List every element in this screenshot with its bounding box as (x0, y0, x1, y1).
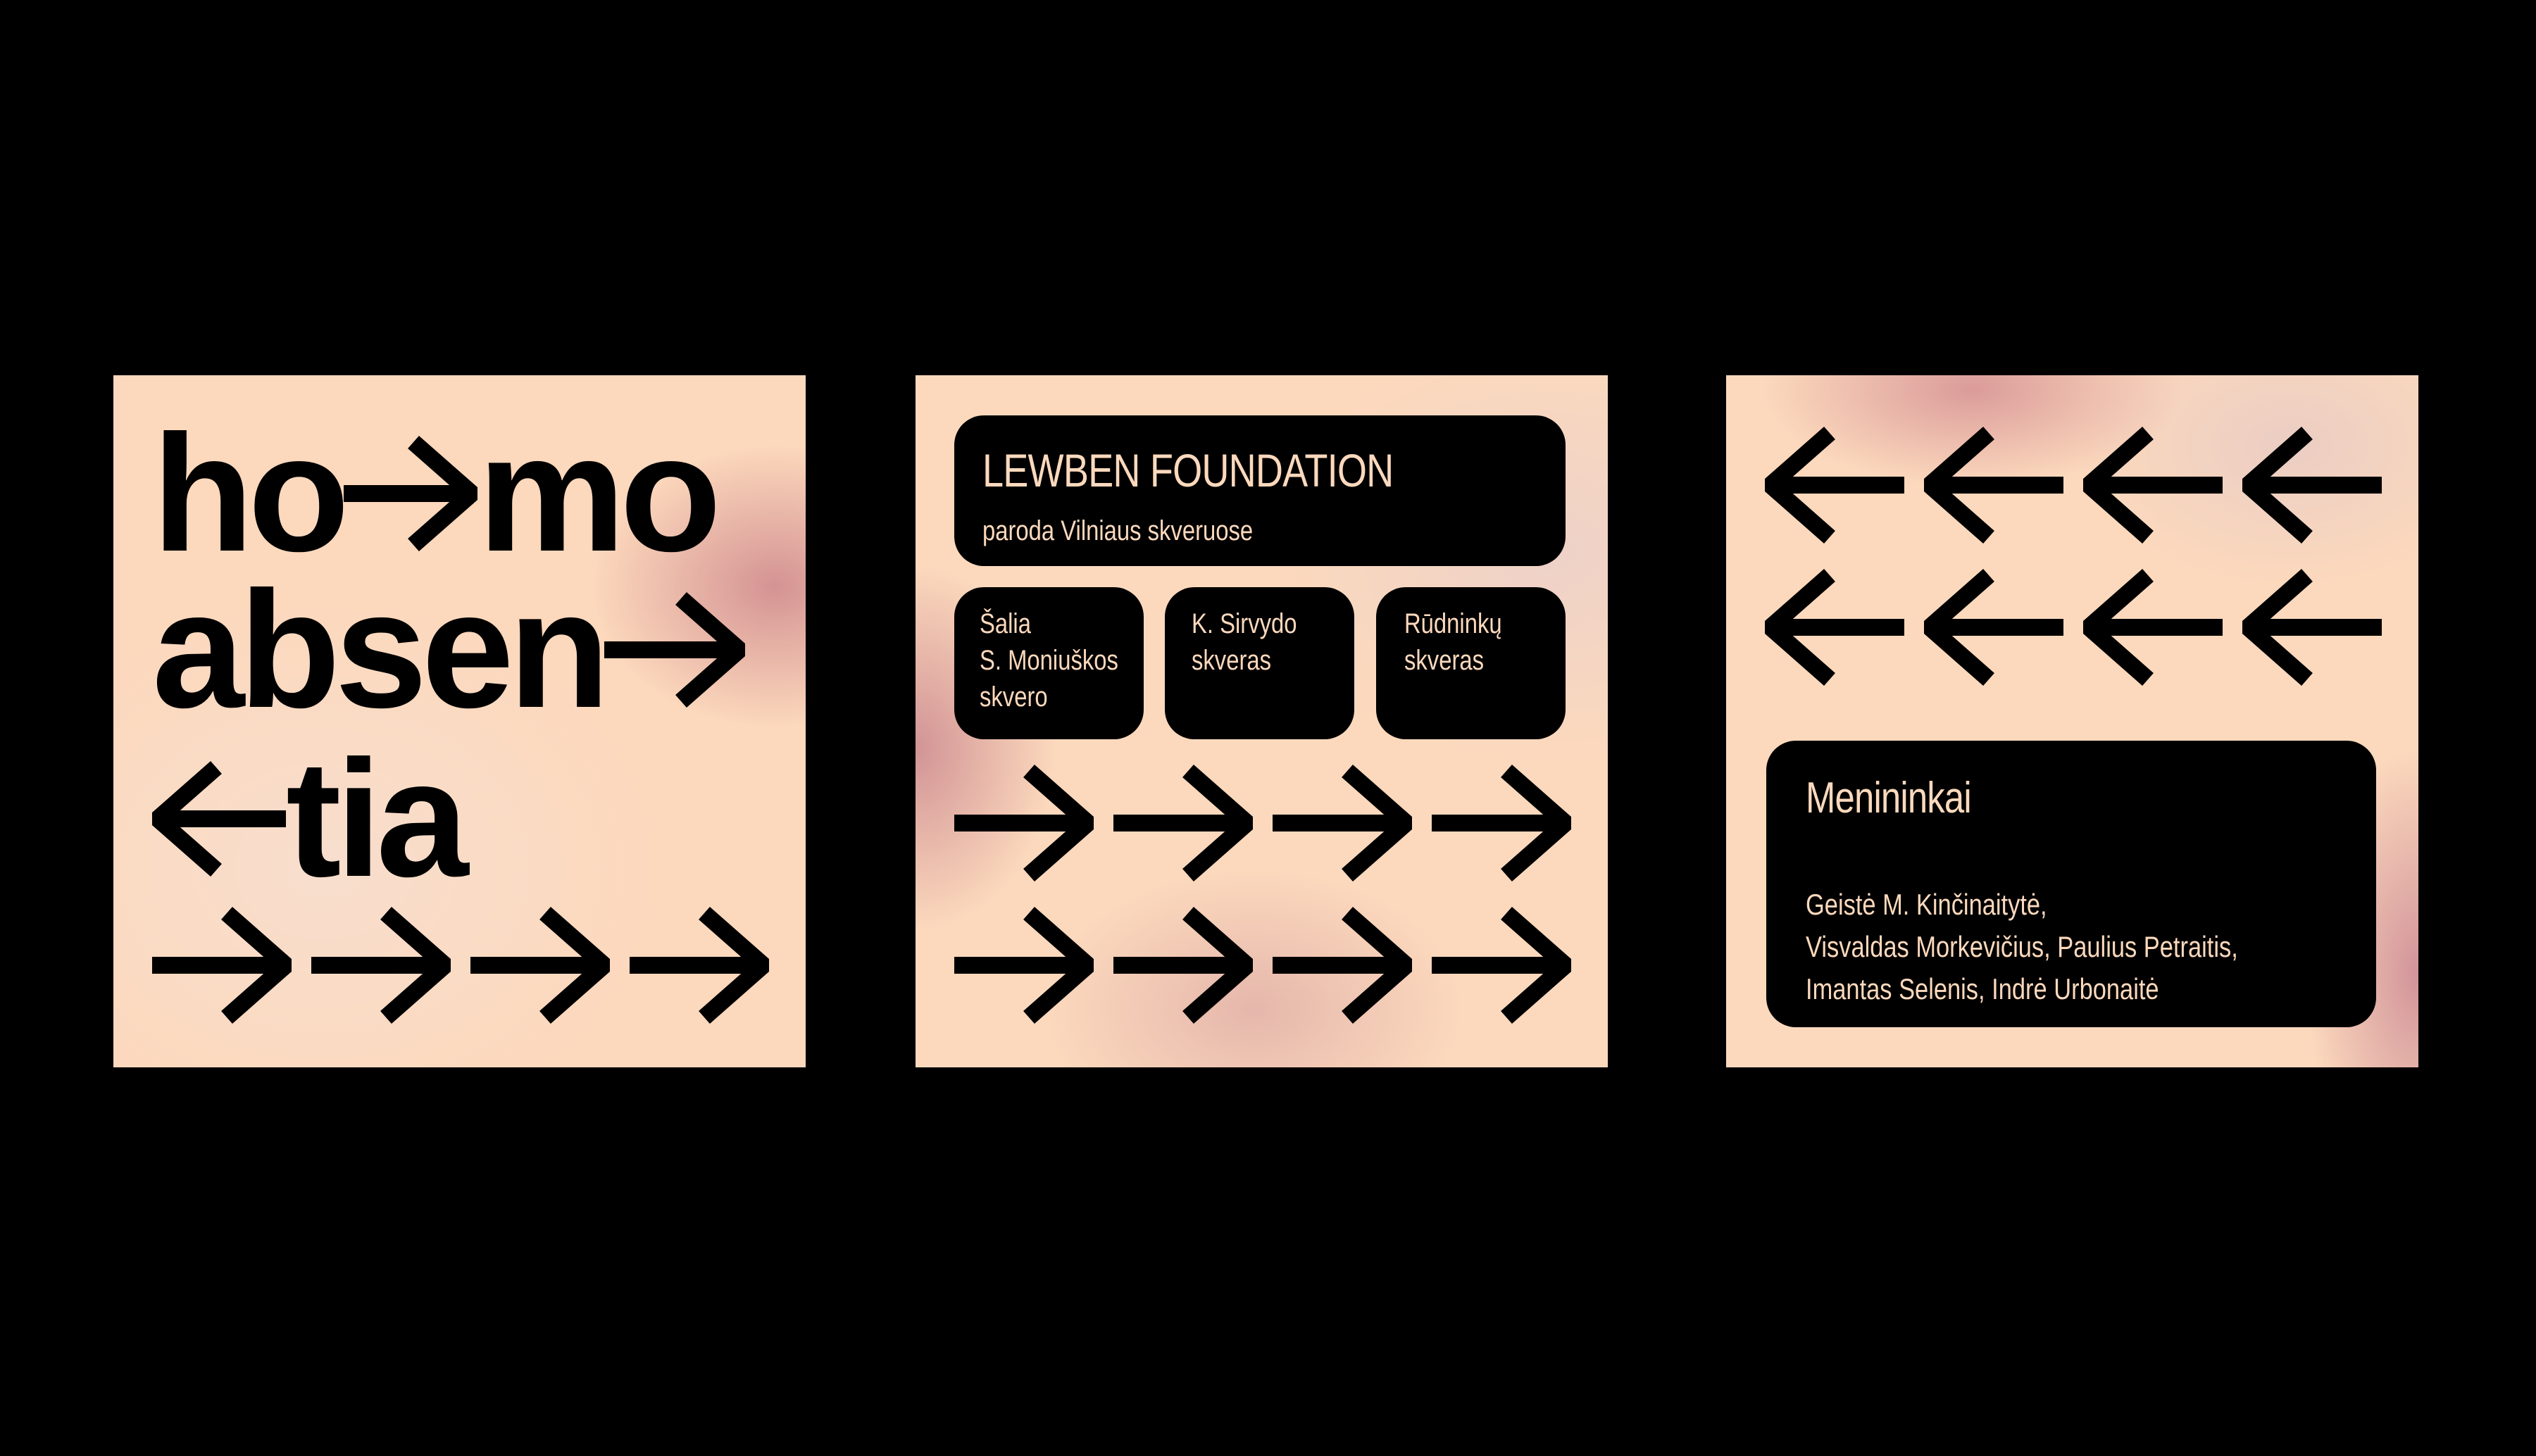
arrow-row (152, 905, 769, 1026)
arrow-right-icon (1113, 906, 1253, 1024)
arrow-left-icon (152, 760, 286, 877)
poster-menininkai: Menininkai Geistė M. Kinčinaitytė, Visva… (1726, 375, 2418, 1067)
arrow-right-icon (152, 906, 292, 1024)
location-text: Rūdninkų (1404, 608, 1502, 639)
arrow-left-icon (2083, 568, 2223, 686)
location-text: skveras (1192, 645, 1272, 676)
arrow-right-icon (630, 906, 769, 1024)
arrow-left-icon (1924, 568, 2063, 686)
arrow-left-icon (152, 759, 286, 879)
arrow-right-icon (344, 434, 478, 553)
arrow-row (954, 762, 1571, 884)
arrow-right-icon (954, 906, 1094, 1024)
location-text: skvero (980, 682, 1048, 713)
location-text: skveras (1404, 645, 1485, 676)
title-line-1: ho mo (152, 401, 721, 586)
arrow-left-icon (2242, 568, 2382, 686)
arrow-left-icon (2242, 426, 2382, 544)
arrow-right-icon (604, 591, 746, 708)
arrow-left-icon (2083, 426, 2223, 544)
location-text: K. Sirvydo (1192, 608, 1297, 639)
artist-names: Geistė M. Kinčinaitytė, (1806, 888, 2047, 921)
arrow-left-icon (1765, 568, 1904, 686)
title-text: tia (286, 726, 468, 912)
poster-homo-absentia: ho mo absen tia (113, 375, 806, 1067)
artists-heading: Menininkai (1806, 774, 1972, 822)
location-box: Rūdninkų skveras (1376, 587, 1566, 739)
artist-names: Imantas Selenis, Indrė Urbonaitė (1806, 972, 2159, 1005)
foundation-title: LEWBEN FOUNDATION (982, 444, 1394, 496)
arrow-right-icon (1273, 906, 1412, 1024)
location-box: K. Sirvydo skveras (1165, 587, 1354, 739)
title-text: mo (477, 401, 721, 586)
arrow-right-icon (1273, 764, 1412, 882)
title-box: LEWBEN FOUNDATION paroda Vilniaus skveru… (954, 415, 1566, 566)
foundation-subtitle: paroda Vilniaus skveruose (982, 515, 1254, 546)
arrow-row (954, 905, 1571, 1026)
location-text: Šalia (980, 608, 1031, 639)
arrow-right-icon (1113, 764, 1253, 882)
arrow-left-icon (1765, 426, 1904, 544)
title-text: ho (152, 401, 349, 586)
arrow-right-icon (311, 906, 451, 1024)
artists-box: Menininkai Geistė M. Kinčinaitytė, Visva… (1766, 741, 2376, 1027)
arrow-right-icon (344, 435, 478, 552)
arrow-left-icon (1924, 426, 2063, 544)
title-line-2: absen (152, 557, 746, 743)
arrow-right-icon (954, 764, 1094, 882)
arrow-right-icon (1432, 764, 1571, 882)
arrow-row (1765, 567, 2382, 688)
location-box: Šalia S. Moniuškos skvero (954, 587, 1144, 739)
arrow-right-icon (470, 906, 610, 1024)
arrow-row (1765, 425, 2382, 546)
poster-lewben-foundation: LEWBEN FOUNDATION paroda Vilniaus skveru… (916, 375, 1608, 1067)
arrow-right-icon (1432, 906, 1571, 1024)
location-text: S. Moniuškos (980, 645, 1118, 676)
title-text: absen (152, 557, 610, 743)
title-line-3: tia (152, 726, 468, 912)
artist-names: Visvaldas Morkevičius, Paulius Petraitis… (1806, 930, 2238, 963)
arrow-right-icon (604, 590, 746, 710)
